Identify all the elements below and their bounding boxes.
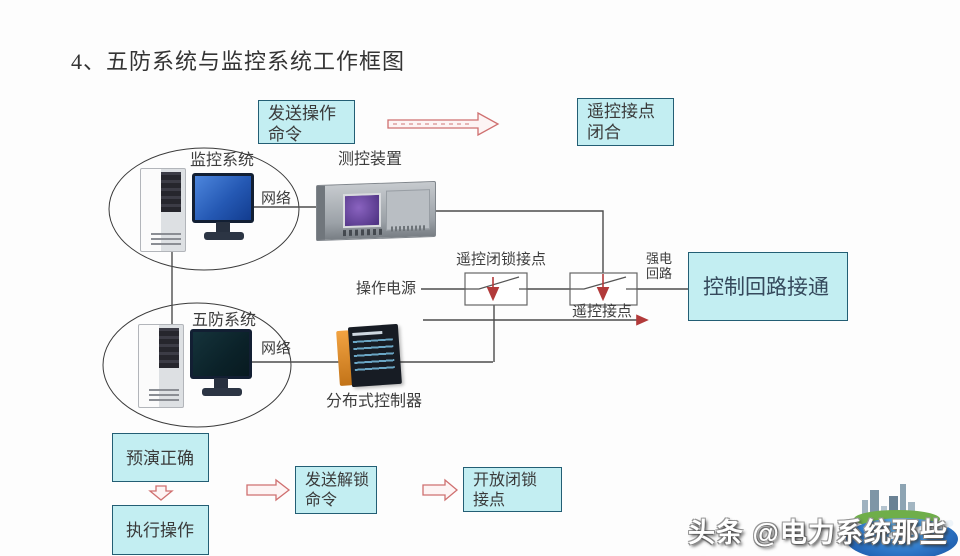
watermark-text: 头条 @电力系统那些事: [688, 518, 948, 548]
monitor-base: [204, 232, 244, 240]
label-distributed-controller: 分布式控制器: [326, 393, 423, 410]
monitor-neck: [216, 222, 230, 233]
label-network-top: 网络: [261, 191, 292, 207]
label-remote-interlock-contact: 遥控闭锁接点: [456, 252, 547, 268]
pc-tower-icon: [138, 324, 184, 408]
monitor-icon: [192, 173, 254, 223]
label-operating-power: 操作电源: [356, 281, 417, 297]
device-buttons: [343, 228, 383, 237]
vent-slots-icon: [151, 233, 181, 247]
vent-slots-icon: [149, 389, 179, 403]
controller-terminal-rows: [352, 338, 396, 375]
pc-tower-icon: [140, 168, 186, 252]
right-arrow-1: [246, 478, 291, 502]
box-remote-contact-closed: 遥控接点 闭合: [577, 98, 674, 146]
label-five-prevention-system: 五防系统: [192, 312, 257, 329]
box-execute-operation: 执行操作: [112, 505, 209, 555]
monitor-base: [202, 388, 242, 396]
distributed-controller-illustration: [333, 323, 403, 390]
label-remote-contact: 遥控接点: [572, 304, 633, 320]
remote-contact-symbol: [569, 272, 638, 306]
controller-label-strip: [352, 330, 383, 337]
five-prevention-system-ellipse: [102, 302, 292, 428]
building-icon: [870, 490, 879, 526]
measure-control-device-illustration: [316, 180, 436, 242]
interlock-contact-symbol: [464, 272, 528, 306]
right-arrow-2: [422, 478, 459, 502]
monitor-neck: [214, 378, 228, 389]
label-monitoring-system: 监控系统: [190, 152, 255, 169]
monitor-icon: [190, 329, 252, 379]
page-title: 4、五防系统与监控系统工作框图: [71, 49, 406, 74]
device-to-contact-line: [428, 210, 604, 274]
watermark-globe-icon: [846, 478, 960, 556]
rack-rail: [317, 185, 325, 241]
drive-bay-icon: [161, 172, 181, 212]
building-icon: [900, 484, 906, 526]
box-rehearsal-ok: 预演正确: [112, 433, 209, 482]
box-control-circuit-on: 控制回路接通: [688, 252, 848, 321]
device-vents: [391, 225, 425, 232]
box-open-interlock: 开放闭锁 接点: [463, 467, 562, 512]
down-arrow: [148, 485, 174, 501]
drive-bay-icon: [159, 328, 179, 368]
monitoring-computer-illustration: [138, 166, 258, 258]
blue-screen: [195, 176, 251, 220]
box-send-unlock: 发送解锁 命令: [295, 466, 377, 514]
label-strong-circuit: 强电 回路: [646, 251, 673, 281]
device-display: [343, 192, 381, 229]
dark-screen: [193, 332, 249, 376]
label-measure-control-device: 测控装置: [338, 151, 403, 168]
five-prevention-computer-illustration: [136, 322, 256, 414]
label-network-bottom: 网络: [261, 341, 292, 357]
controller-body: [347, 323, 402, 388]
monitoring-system-ellipse: [108, 147, 300, 271]
box-send-command: 发送操作 命令: [258, 100, 355, 144]
